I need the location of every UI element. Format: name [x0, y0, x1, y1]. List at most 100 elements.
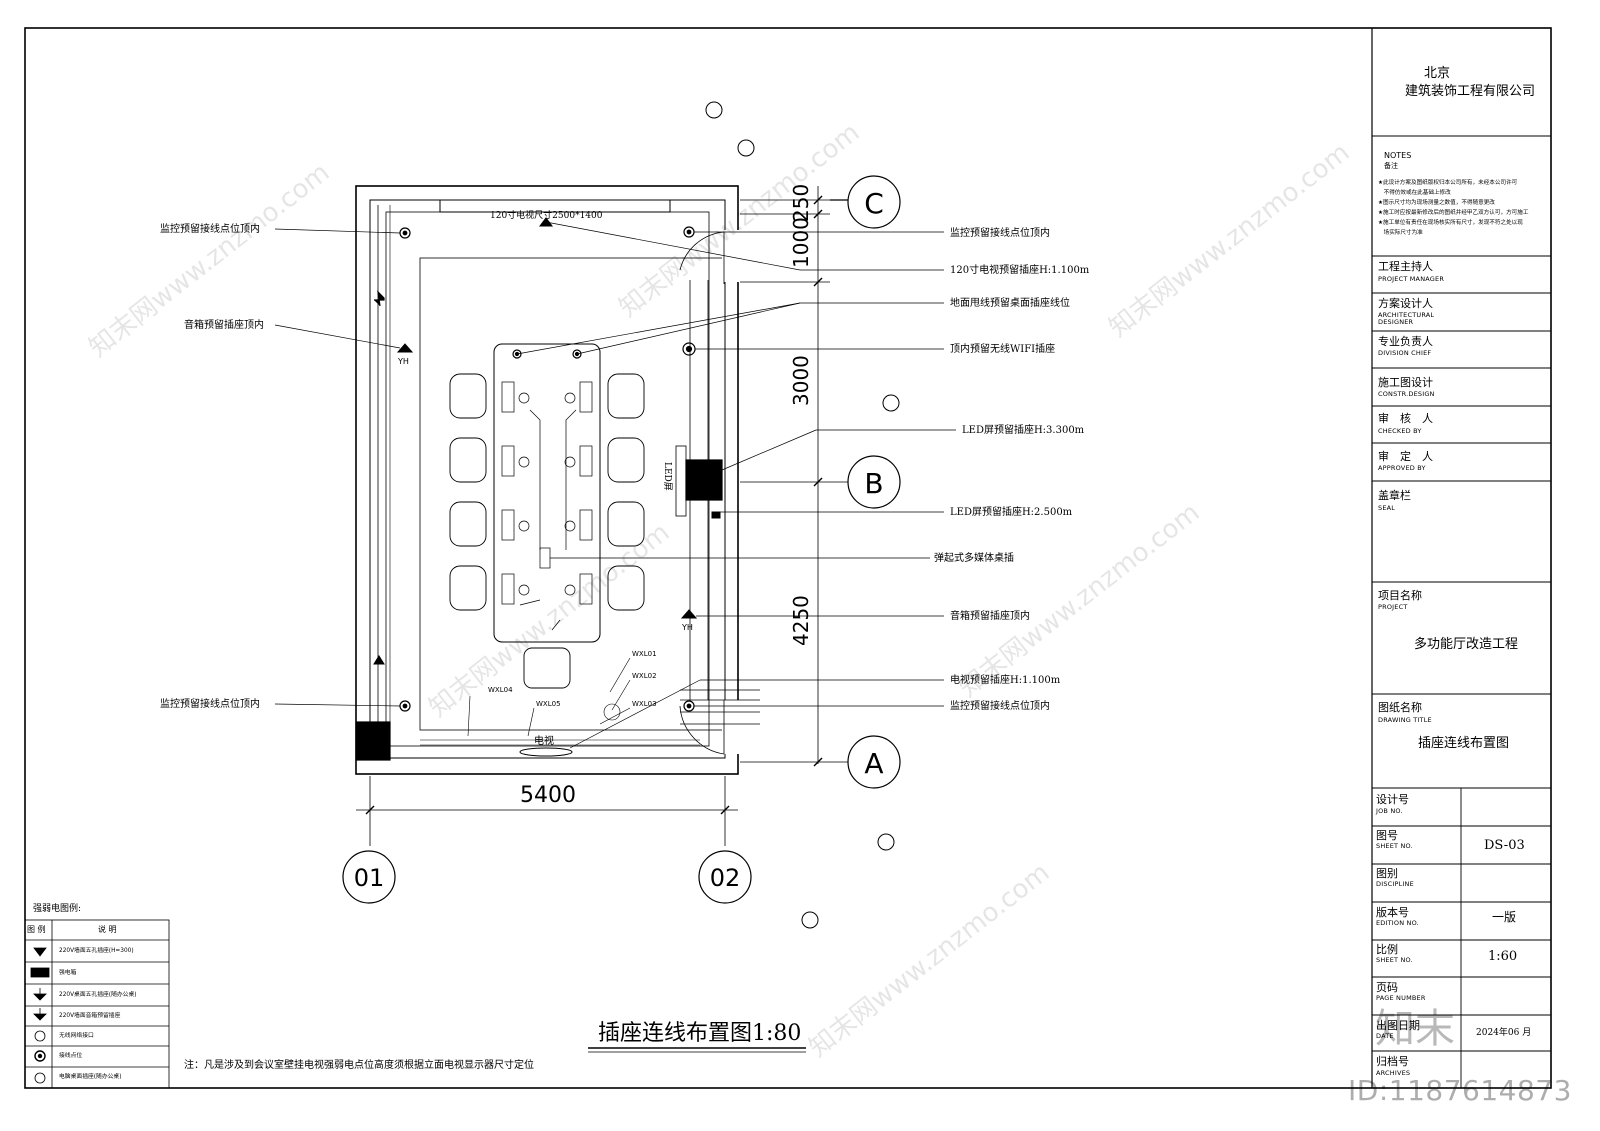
- dim-tick: [813, 195, 823, 205]
- legend-col-desc: 说 明: [98, 925, 117, 934]
- dim-label-1000: 1000: [789, 217, 813, 268]
- role-label: 专业负责人: [1378, 335, 1433, 348]
- ceiling-line: [385, 211, 710, 747]
- callout-r7: 弹起式多媒体桌插: [934, 551, 1014, 564]
- legend-row-text: 无线网络接口: [59, 1033, 94, 1039]
- legend-table: [24, 919, 170, 1089]
- scatter-circle: [877, 833, 895, 851]
- edition-value: 一版: [1492, 910, 1517, 924]
- junction-dot: [402, 703, 408, 709]
- junction-dot: [686, 229, 692, 235]
- role-label: 施工图设计: [1378, 376, 1433, 389]
- junction-point-icon: [512, 349, 522, 359]
- sheet-label: 图号: [1376, 829, 1398, 842]
- dim-label-250: 250: [789, 184, 813, 222]
- job-label-en: JOB NO.: [1376, 807, 1403, 815]
- legend-row-text: 强电箱: [59, 970, 77, 976]
- yh-label: YH: [681, 623, 693, 632]
- junction-points: [399, 226, 696, 712]
- leader-line: [274, 228, 401, 234]
- leader-line: [721, 429, 817, 471]
- scatter-circle: [801, 911, 819, 929]
- note-line: ★图示尺寸均为现场测量之数值，不得随意更改: [1378, 200, 1495, 206]
- keyboard: [501, 445, 515, 477]
- legend-title: 强弱电图例:: [33, 904, 82, 914]
- scatter-circles: [705, 101, 900, 929]
- chair: [449, 501, 487, 547]
- wire-label: WXL03: [632, 700, 657, 708]
- wire-line: [599, 707, 631, 725]
- project-value: 多功能厅改造工程: [1414, 637, 1519, 652]
- keyboard: [579, 509, 593, 541]
- junction-point-icon: [34, 1050, 46, 1062]
- wifi-socket-icon: [34, 1030, 46, 1042]
- role-label-en: APPROVED BY: [1378, 464, 1426, 472]
- archive-label: 归档号: [1376, 1055, 1409, 1068]
- grid-bubble-02: [698, 850, 752, 904]
- chair: [449, 373, 487, 419]
- discipline-label-en: DISCIPLINE: [1376, 880, 1414, 888]
- drawing-title-value: 插座连线布置图: [1418, 736, 1510, 751]
- junction-dot: [37, 1053, 43, 1059]
- role-label-en: CONSTR.DESIGN: [1378, 390, 1435, 398]
- sheet-label-en: SHEET NO.: [1376, 842, 1413, 850]
- title-block-grid: [1372, 135, 1551, 1088]
- scatter-circle: [705, 101, 723, 119]
- company-name-line1: 北京: [1424, 66, 1451, 81]
- drawing-title-label-en: DRAWING TITLE: [1378, 716, 1432, 724]
- archive-label-en: ARCHIVES: [1376, 1069, 1411, 1077]
- wire-label: WXL02: [632, 672, 657, 680]
- distribution-box: [355, 721, 391, 761]
- chair: [449, 437, 487, 483]
- legend-row-text: 220V墙面五孔插座(H=300): [59, 948, 134, 954]
- grid-bubbles: [342, 175, 901, 904]
- wire-label: WXL01: [632, 650, 657, 658]
- seal-label: 盖章栏: [1378, 489, 1411, 502]
- dim-tick: [720, 805, 730, 815]
- wire-junction: [603, 703, 621, 721]
- date-label: 出图日期: [1376, 1019, 1420, 1032]
- role-label: 工程主持人: [1378, 260, 1433, 273]
- door-gap-top-right: [722, 230, 742, 282]
- scatter-circle: [737, 139, 755, 157]
- computer-socket: [564, 584, 576, 596]
- speaker-socket-icon: [33, 1008, 47, 1021]
- role-label-en: DIVISION CHIEF: [1378, 349, 1432, 357]
- led-screen-panel: [675, 445, 687, 517]
- dimension-bottom: [356, 776, 738, 846]
- led-screen-box: [685, 459, 723, 501]
- dim-tick: [813, 277, 823, 287]
- junction-dot: [686, 703, 692, 709]
- page-label-en: PAGE NUMBER: [1376, 994, 1426, 1002]
- callout-r8: 音箱预留插座顶内: [950, 609, 1030, 622]
- computer-socket: [564, 392, 576, 404]
- chair: [607, 437, 645, 483]
- speaker-socket-icon: [373, 655, 385, 665]
- notes-subtitle: 备注: [1384, 162, 1398, 170]
- discipline-label: 图别: [1376, 867, 1398, 880]
- dim-tick: [813, 209, 823, 219]
- wire-line: [609, 657, 631, 693]
- workstations: [501, 381, 593, 631]
- legend-row-text: 电脑桌面插座(随办公桌): [59, 1074, 122, 1080]
- computer-socket: [518, 456, 530, 468]
- keyboard: [501, 381, 515, 413]
- grid-bubble-b: [847, 455, 901, 509]
- legend-col-symbol: 图 例: [27, 925, 46, 934]
- callout-r2: 120寸电视预留插座H:1.100m: [950, 263, 1090, 276]
- wire-line: [467, 695, 471, 737]
- tv-size-label: 120寸电视尺寸2500*1400: [490, 209, 603, 221]
- wire-label: WXL05: [536, 700, 561, 708]
- chair: [607, 501, 645, 547]
- leader-line: [545, 221, 801, 271]
- leader-line: [516, 302, 801, 355]
- door-swing-top: [679, 231, 725, 271]
- grid-label-b: B: [864, 467, 883, 500]
- scale-label: 比例: [1376, 943, 1398, 956]
- speaker-socket-icon: [396, 343, 414, 353]
- computer-socket: [518, 584, 530, 596]
- project-label-en: PROJECT: [1378, 603, 1408, 611]
- date-label-en: DATE: [1376, 1032, 1394, 1040]
- keyboard: [579, 445, 593, 477]
- callout-left-bottom: 监控预留接线点位顶内: [160, 697, 260, 710]
